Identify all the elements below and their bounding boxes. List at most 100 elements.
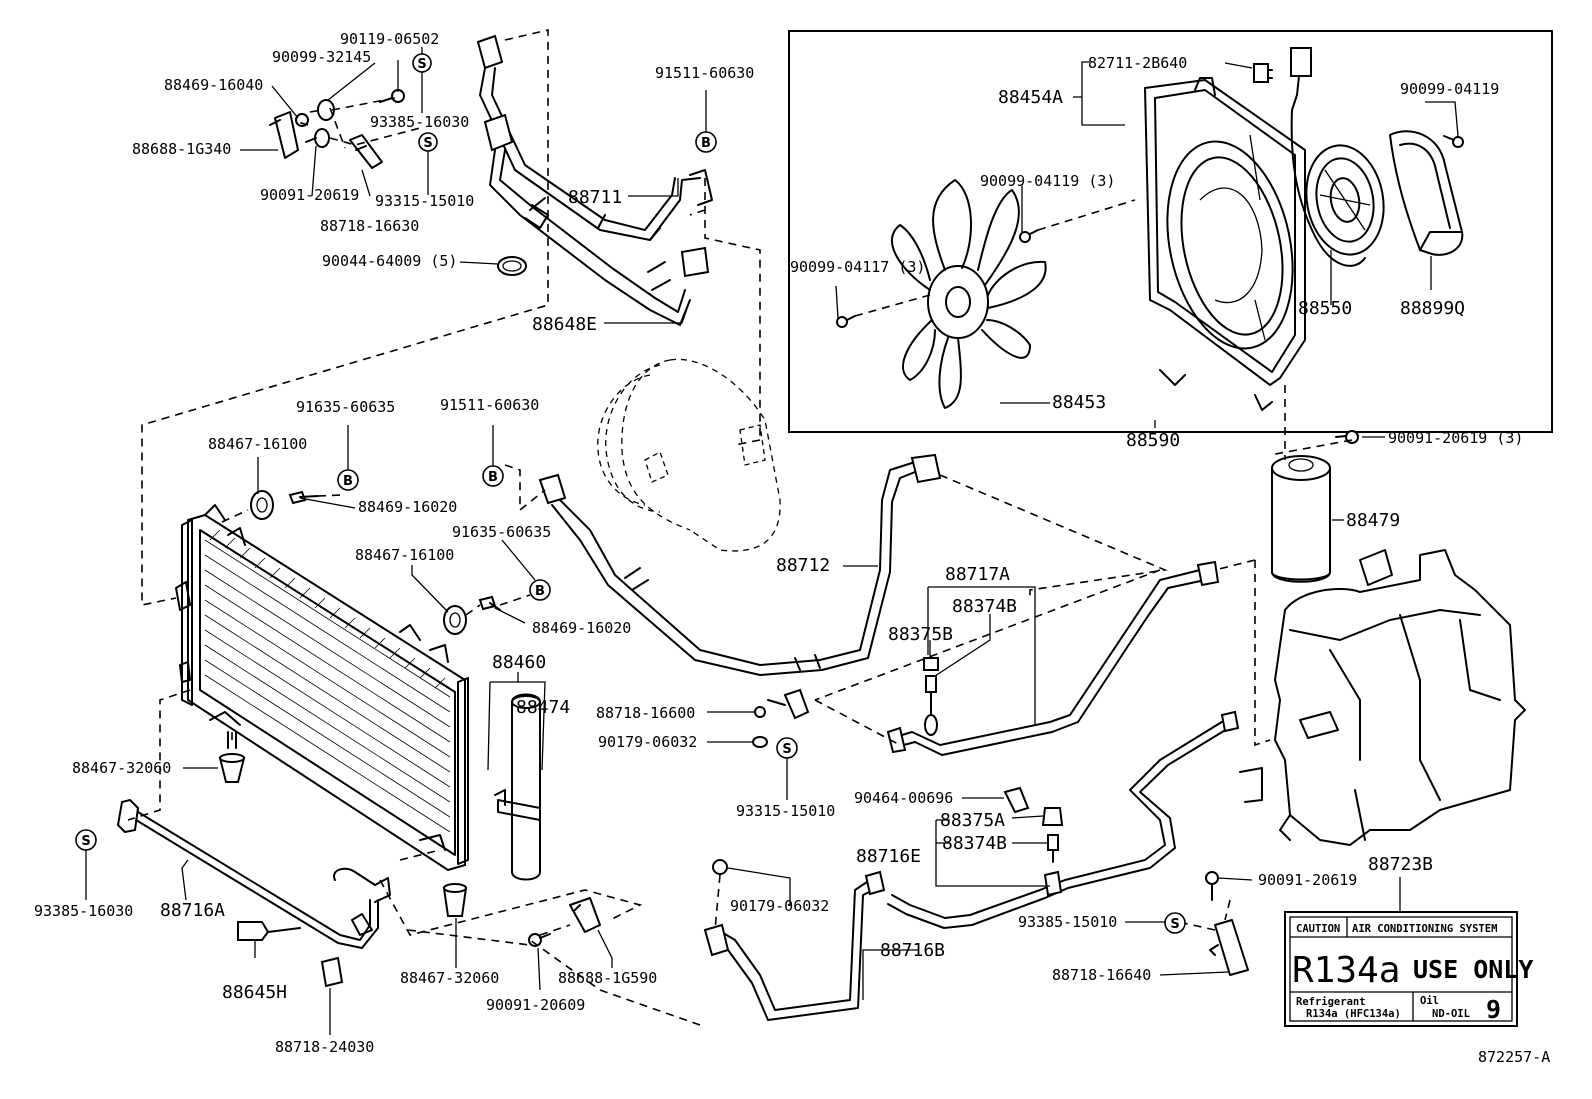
- label-93315-15010-a: 93315-15010: [375, 192, 474, 210]
- condenser-fins: [204, 529, 451, 833]
- label-88716A: 88716A: [160, 900, 225, 921]
- bushing-88467-16100-b: [443, 605, 467, 635]
- svg-text:B: B: [535, 584, 545, 599]
- pipe-88717A: [886, 560, 1220, 756]
- label-88711: 88711: [568, 187, 622, 208]
- label-90091-20619-3: 90091-20619 (3): [1388, 429, 1523, 447]
- cushion-88467-32060-a: [218, 731, 246, 783]
- bracket-88718-16640: [1209, 919, 1249, 976]
- label-88374B-a: 88374B: [952, 596, 1017, 617]
- marker-b-4: B: [529, 579, 551, 601]
- label-88723B: 88723B: [1368, 854, 1433, 875]
- caution-plate: CAUTION AIR CONDITIONING SYSTEM R134a US…: [1284, 911, 1533, 1027]
- label-90044-64009: 90044-64009 (5): [322, 252, 457, 270]
- hose-88648E: [483, 113, 710, 326]
- label-88467-32060-b: 88467-32060: [400, 969, 499, 987]
- clip-88718-16630: [349, 134, 383, 169]
- label-88645H: 88645H: [222, 982, 287, 1003]
- plate-oil-label: Oil: [1420, 995, 1439, 1007]
- plate-oil-value: ND-OIL: [1432, 1008, 1470, 1020]
- label-88374B-b: 88374B: [942, 833, 1007, 854]
- marker-s-5: S: [1164, 912, 1186, 934]
- svg-text:S: S: [782, 742, 791, 757]
- label-88899Q: 88899Q: [1400, 298, 1465, 319]
- label-90179-06032-a: 90179-06032: [598, 733, 697, 751]
- marker-b-2: B: [337, 469, 359, 491]
- compressor: [597, 358, 781, 552]
- pipe-88716B: [703, 870, 886, 1021]
- label-88716B: 88716B: [880, 940, 945, 961]
- label-88648E: 88648E: [532, 314, 597, 335]
- label-88718-24030: 88718-24030: [275, 1038, 374, 1056]
- marker-b-1: B: [695, 131, 717, 153]
- valve-88375B: [923, 657, 939, 671]
- marker-s-3: S: [75, 829, 97, 851]
- plate-system: AIR CONDITIONING SYSTEM: [1352, 923, 1497, 935]
- valve-88375A: [1041, 807, 1064, 826]
- marker-b-3: B: [482, 465, 504, 487]
- label-93385-16030-a: 93385-16030: [370, 113, 469, 131]
- label-88375A: 88375A: [940, 810, 1005, 831]
- label-90099-04119-3: 90099-04119 (3): [980, 172, 1115, 190]
- svg-text:S: S: [417, 57, 426, 72]
- connector-82711: [1253, 63, 1273, 83]
- assembly-lines: [127, 28, 1353, 1026]
- label-88479: 88479: [1346, 510, 1400, 531]
- clip-88718-24030: [320, 956, 344, 988]
- label-88590: 88590: [1126, 430, 1180, 451]
- fan-assembly-box: [788, 30, 1553, 433]
- svg-text:S: S: [423, 136, 432, 151]
- label-88688-1G340: 88688-1G340: [132, 140, 231, 158]
- label-88469-16040: 88469-16040: [164, 76, 263, 94]
- bolt-90091-20609: [528, 933, 551, 947]
- bushing-90091-20619: [305, 128, 330, 148]
- condenser: [175, 504, 469, 871]
- label-91511-60630-b: 91511-60630: [440, 396, 539, 414]
- motor-cover: [1389, 130, 1464, 256]
- plate-oil-number: 9: [1486, 995, 1501, 1024]
- label-88469-16020-a: 88469-16020: [358, 498, 457, 516]
- bracket-88688-1G340: [269, 111, 299, 159]
- label-90464-00696: 90464-00696: [854, 789, 953, 807]
- label-88469-16020-b: 88469-16020: [532, 619, 631, 637]
- label-88717A: 88717A: [945, 564, 1010, 585]
- svg-text:B: B: [343, 474, 353, 489]
- label-91635-60635-b: 91635-60635: [452, 523, 551, 541]
- label-90091-20609: 90091-20609: [486, 996, 585, 1014]
- valve-core-88374B-b: [1047, 834, 1059, 863]
- nut-90179-06032-a: [752, 736, 768, 748]
- svg-text:S: S: [1170, 917, 1179, 932]
- label-91635-60635-a: 91635-60635: [296, 398, 395, 416]
- label-88718-16630: 88718-16630: [320, 217, 419, 235]
- plate-refrigerant-code: R134a: [1292, 950, 1400, 991]
- label-88718-16640: 88718-16640: [1052, 966, 1151, 984]
- pressure-switch: [237, 921, 301, 941]
- bolt-88469-16020-b: [478, 595, 501, 611]
- nut-90179-06032-b: [712, 859, 728, 875]
- pipe-88716E: [887, 710, 1240, 929]
- label-93385-16030-b: 93385-16030: [34, 902, 133, 920]
- label-88718-16600: 88718-16600: [596, 704, 695, 722]
- svg-text:B: B: [488, 470, 498, 485]
- plate-caution: CAUTION: [1296, 923, 1340, 935]
- bushing-88467-16100-a: [250, 490, 274, 520]
- label-90091-20619-a: 90091-20619: [260, 186, 359, 204]
- marker-s-2: S: [418, 132, 438, 152]
- label-88467-16100-a: 88467-16100: [208, 435, 307, 453]
- bolt-88469-16040: [295, 113, 309, 127]
- marker-s-1: S: [412, 53, 432, 73]
- label-90091-20619-b: 90091-20619: [1258, 871, 1357, 889]
- label-90099-04117-3: 90099-04117 (3): [790, 258, 925, 276]
- label-90179-06032-b: 90179-06032: [730, 897, 829, 915]
- label-88467-32060-a: 88467-32060: [72, 759, 171, 777]
- clamp-90044-64009: [497, 256, 527, 276]
- hose-88712: [538, 453, 942, 676]
- plate-use-only: USE ONLY: [1413, 955, 1533, 984]
- fitting-88718-16600: [754, 688, 810, 720]
- motor-wire: [1290, 47, 1366, 267]
- label-90119-06502: 90119-06502: [340, 30, 439, 48]
- label-88712: 88712: [776, 555, 830, 576]
- valve-core-88374B-a: [924, 675, 938, 736]
- label-88460: 88460: [492, 652, 546, 673]
